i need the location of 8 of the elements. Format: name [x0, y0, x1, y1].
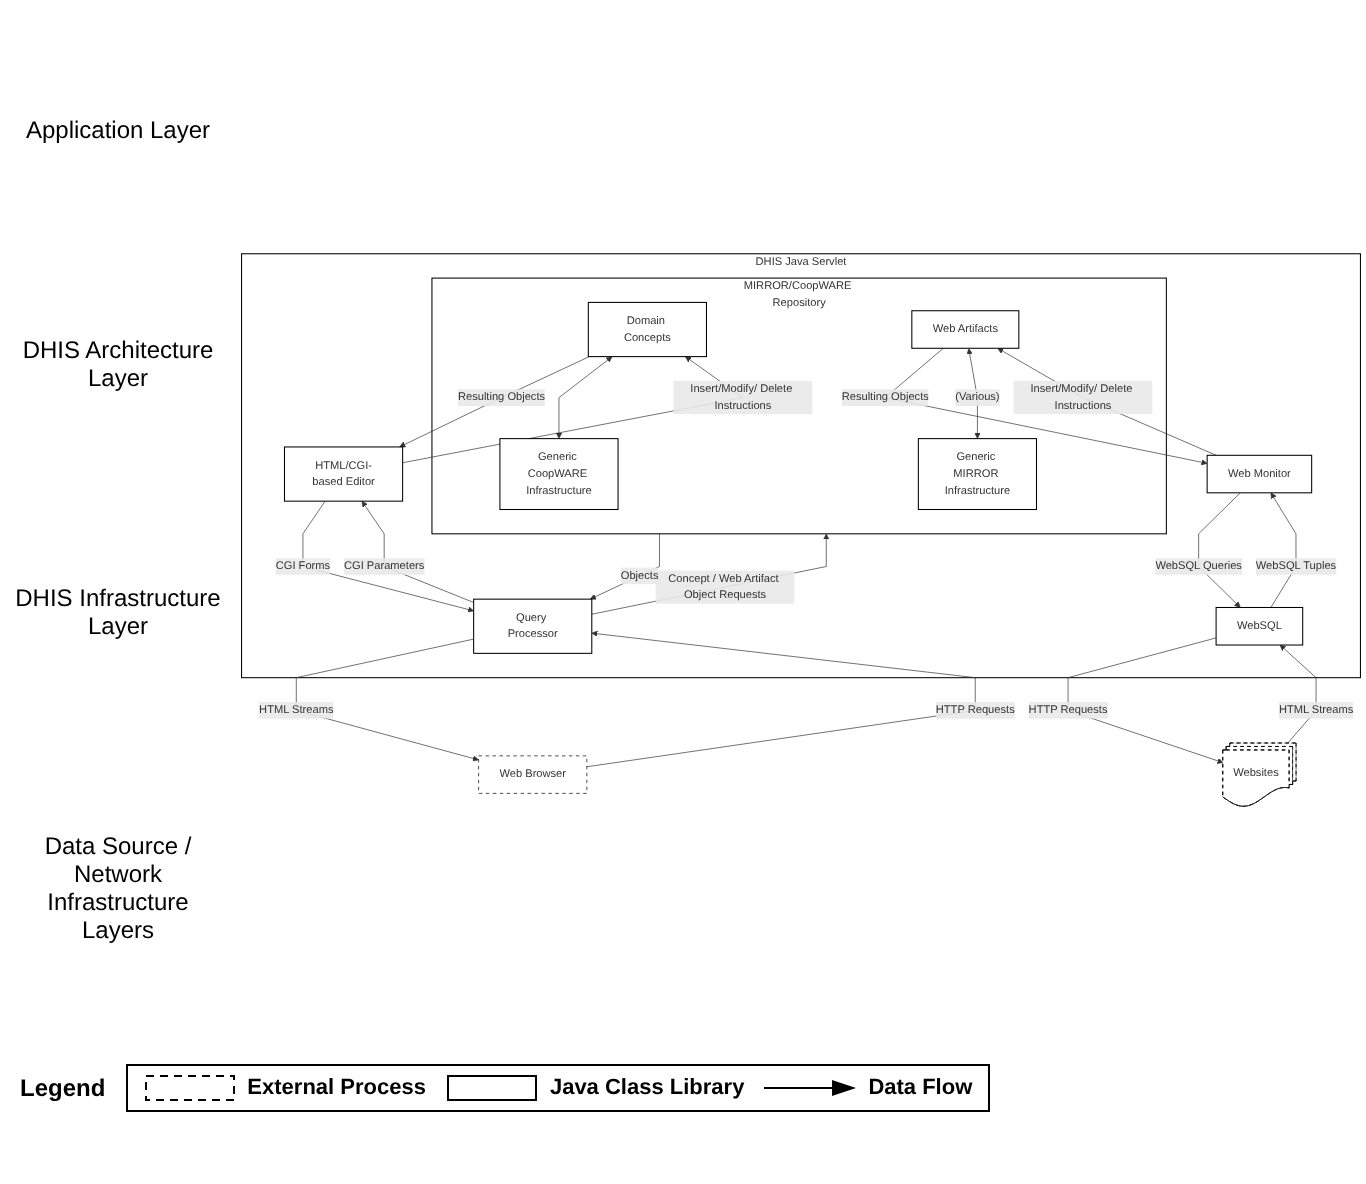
legend-label: Data Flow [868, 1076, 973, 1100]
legend-label: External Process [247, 1076, 426, 1100]
layer-label: Data Source / Network Infrastructure Layers [42, 832, 194, 944]
layer-label: DHIS Architecture Layer [20, 336, 216, 392]
layer-label: DHIS Infrastructure Layer [13, 584, 223, 640]
layer-label: Application Layer [23, 116, 213, 144]
legend-heading: Legend [20, 1074, 106, 1102]
legend-label: Java Class Library [549, 1076, 745, 1100]
